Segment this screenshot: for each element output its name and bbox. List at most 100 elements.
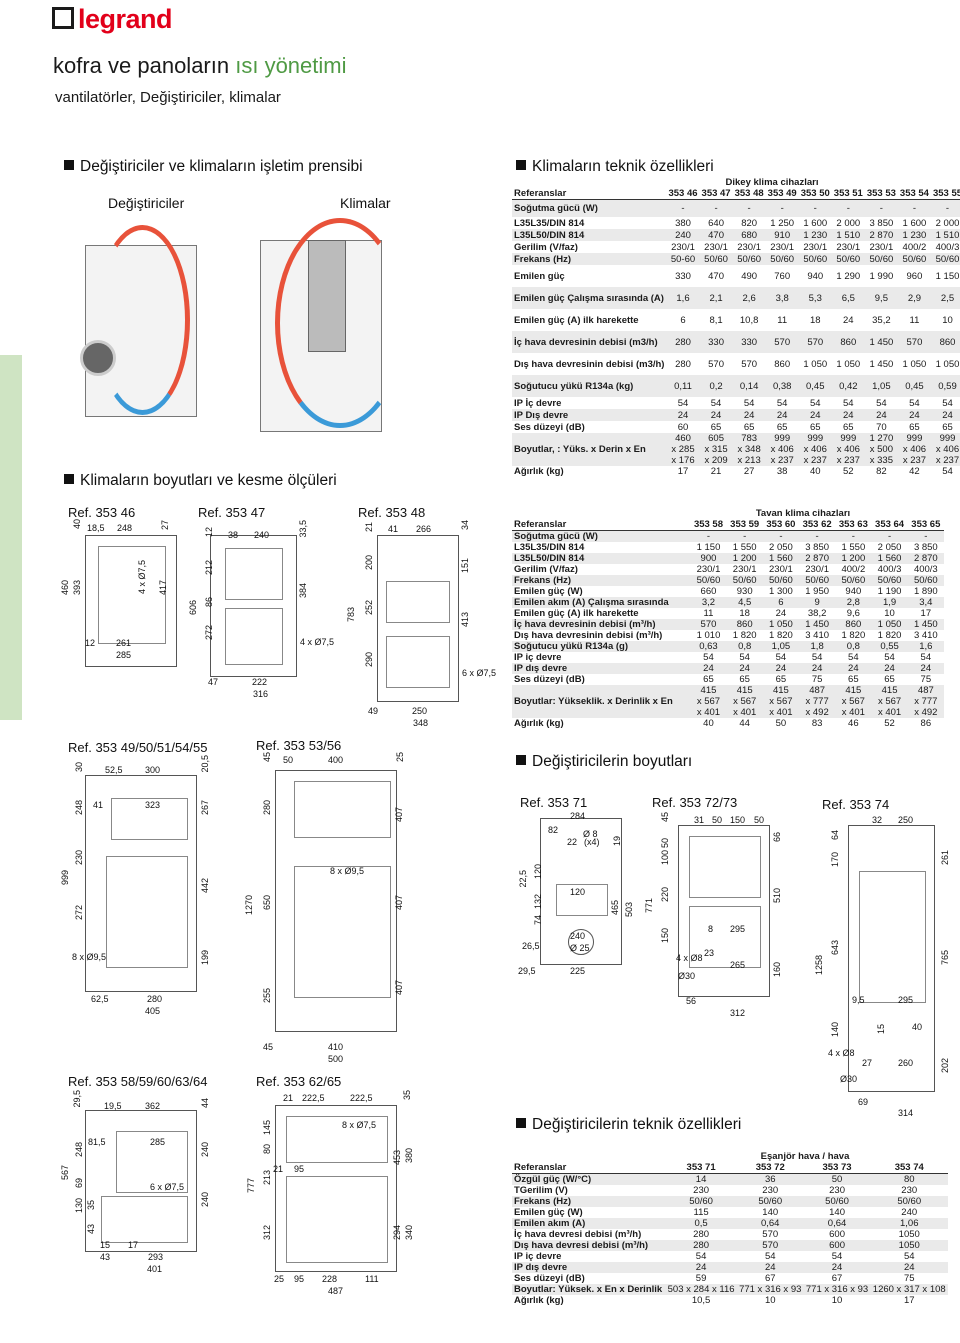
table-cell: 1260 x 317 x 108: [870, 1284, 948, 1295]
dim: 9,5: [852, 995, 865, 1005]
dim: 40: [912, 1022, 923, 1032]
table-cell: 353 48: [732, 188, 766, 200]
table-cell: 65: [743, 421, 755, 433]
table-cell: 0,64: [803, 1218, 871, 1229]
drawing-35348: [377, 535, 459, 702]
table-cell: x 492: [907, 707, 944, 718]
dim: 230: [74, 850, 84, 866]
table-cell: 1 050: [803, 358, 828, 370]
table-cell: 570: [736, 1240, 804, 1251]
table-cell: 400/2: [841, 564, 866, 575]
dim: 52,5: [105, 765, 123, 775]
table-cell: 65: [710, 421, 722, 433]
dim: 82: [548, 825, 559, 835]
dim: 650: [262, 895, 272, 911]
table-cell: 1 250: [770, 217, 795, 229]
dim: 567: [60, 1165, 70, 1181]
table-cell: 2 050: [877, 542, 902, 553]
dim: 272: [204, 625, 214, 641]
bullet-square-icon: [516, 160, 526, 170]
table-cell: 999: [831, 433, 865, 444]
table-cell: 2 870: [907, 553, 944, 564]
table-cell: 9,6: [846, 608, 860, 619]
dim: 69: [74, 1178, 84, 1189]
table-cell: 140: [829, 1207, 845, 1218]
dim: 213: [262, 1170, 272, 1186]
cutout-bottom-35358: [101, 1196, 188, 1243]
table-cell: 140: [762, 1207, 779, 1218]
dim: 25: [274, 1274, 285, 1284]
row-label: Emilen akım (A): [512, 1218, 666, 1229]
table-cell: 80: [870, 1173, 948, 1185]
table-cell: 0,2: [699, 375, 733, 397]
row-label: Ağırlık (kg): [514, 718, 564, 729]
table-cell: 487: [799, 685, 836, 696]
dim: 69: [858, 1097, 869, 1107]
table-cell: 65: [884, 674, 895, 685]
row-label: IP İç devre: [514, 397, 562, 409]
table-cell: 240: [666, 229, 700, 241]
row-label: [512, 685, 691, 696]
table-cell: 860: [774, 358, 791, 370]
table-cell: 1,9: [871, 597, 908, 608]
row-label: İç hava devresi debisi (m³/h): [514, 1229, 642, 1240]
table-cell: 353 71: [665, 1162, 737, 1174]
table-cell: 487: [907, 685, 944, 696]
dim: 248: [117, 523, 133, 533]
dim: 34: [460, 520, 470, 531]
table-cell: 0,45: [798, 375, 832, 397]
esanjor-caption: Eşanjör hava / hava: [760, 1151, 850, 1162]
dim: 202: [940, 1058, 950, 1074]
dim: 393: [72, 580, 82, 596]
table-cell: 0,42: [831, 375, 865, 397]
table-cell: 54: [843, 397, 854, 409]
table-cell: x 500: [864, 444, 898, 455]
table-cell: -: [831, 199, 865, 217]
cutout-top-35358: [116, 1131, 188, 1193]
table-cell: 415: [726, 685, 763, 696]
table-cell: 1 010: [696, 630, 721, 641]
dim: 130: [74, 1198, 84, 1214]
table-cell: 60: [677, 421, 689, 433]
dim: 295: [730, 924, 746, 934]
row-label: Referanslar: [512, 519, 691, 531]
airflow-right-icon: [275, 218, 405, 428]
table-cell: 54: [776, 397, 788, 409]
table-cell: 353 53: [864, 188, 898, 200]
table-cell: 50/60: [803, 1196, 871, 1207]
table-cell: 11: [909, 314, 920, 326]
dim: 26,5: [522, 941, 540, 951]
dim: Ø 8: [583, 829, 598, 839]
row-label: [512, 707, 691, 718]
dim: 255: [262, 988, 272, 1004]
table-cell: 70: [876, 421, 887, 433]
dim: 240: [254, 530, 270, 540]
table-cell: 52: [843, 466, 854, 477]
table-cell: 0,64: [736, 1218, 804, 1229]
title-dark: kofra ve panoların: [53, 53, 230, 78]
table-cell: 24: [870, 1262, 948, 1273]
table-cell: 400/2: [902, 241, 927, 253]
cutout-bottom-35349: [106, 856, 188, 968]
table-cell: 52: [884, 718, 895, 729]
table-cell: 115: [693, 1207, 709, 1218]
table-cell: 54: [809, 397, 821, 409]
table-cell: -: [907, 530, 944, 542]
dim: 413: [460, 612, 470, 628]
dim: 348: [413, 718, 429, 728]
row-label: Dış hava devresinin debisi (m³/h): [514, 630, 663, 641]
table-cell: 415: [871, 685, 908, 696]
cutout-bottom-35347: [225, 608, 283, 665]
table-cell: 1 200: [835, 553, 872, 564]
dim: 460: [60, 580, 70, 596]
dim: 86: [204, 597, 214, 608]
table-cell: 1 510: [831, 229, 865, 241]
